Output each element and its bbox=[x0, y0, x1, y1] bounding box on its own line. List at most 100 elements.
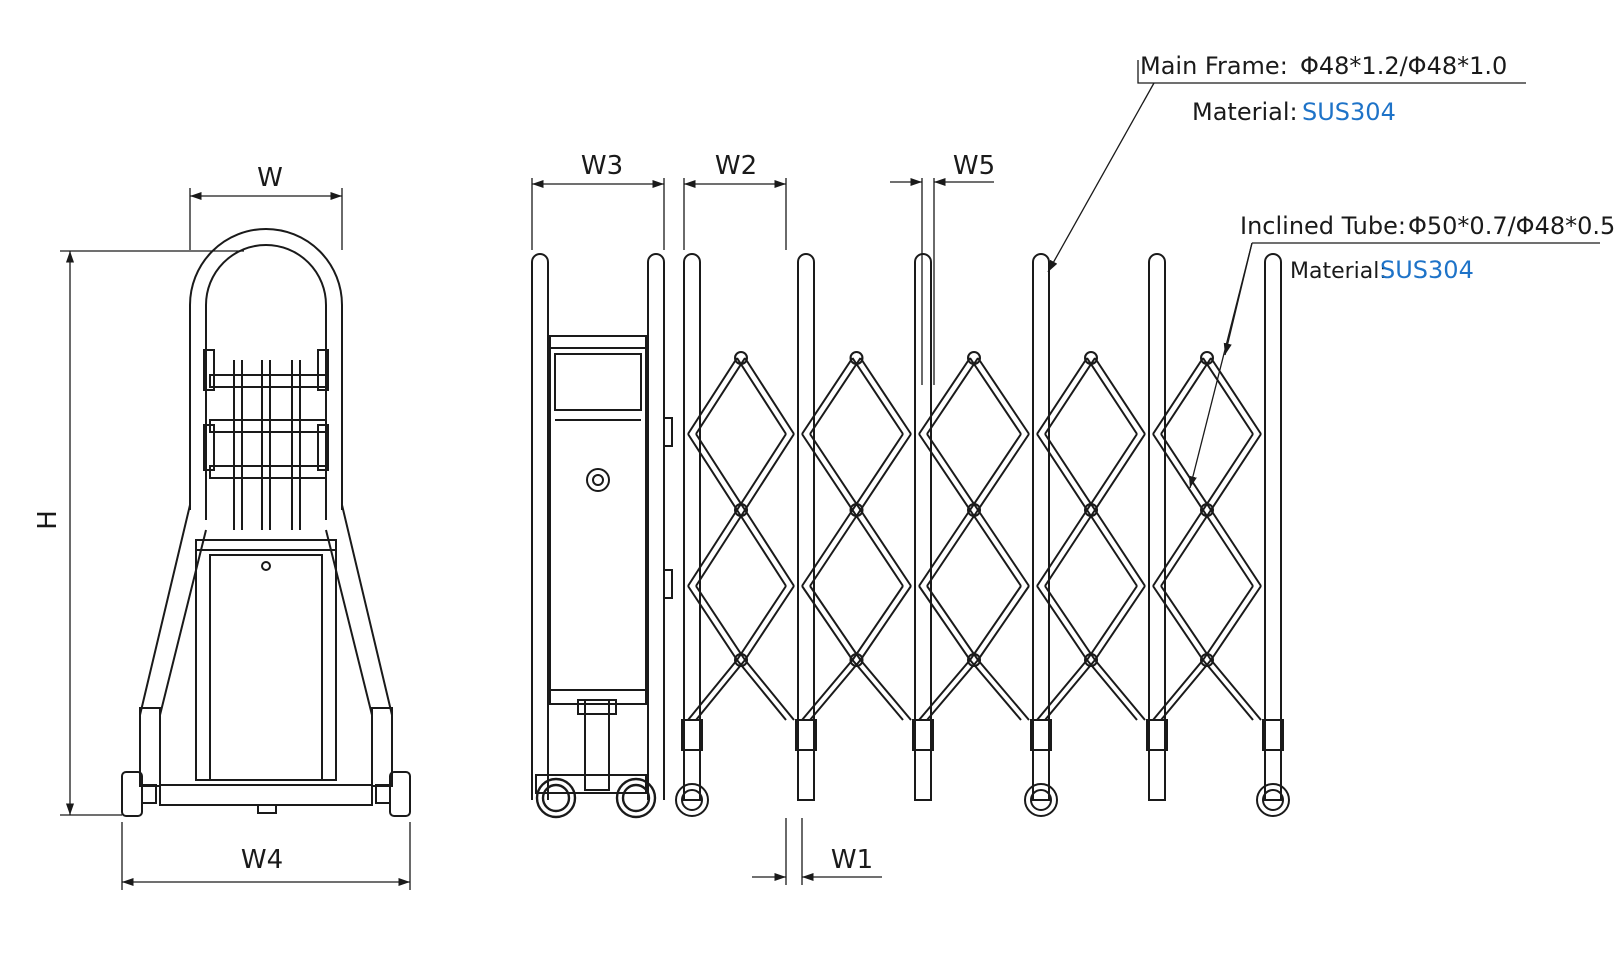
scissor-bar bbox=[1210, 585, 1262, 661]
scissor-bar bbox=[926, 357, 979, 435]
scissor-bar bbox=[1094, 585, 1146, 661]
scissor-bar bbox=[918, 433, 971, 511]
scissor-bar bbox=[1086, 585, 1138, 661]
post-foot bbox=[1030, 719, 1052, 751]
side-view bbox=[121, 228, 411, 817]
scissor-bar bbox=[1210, 357, 1262, 435]
pivot-pin bbox=[849, 503, 864, 517]
scissor-bar bbox=[969, 433, 1022, 511]
scissor-bar bbox=[687, 357, 738, 435]
pivot-pin bbox=[734, 653, 748, 667]
dimension-W1: W1 bbox=[831, 845, 873, 875]
scissor-bar bbox=[1202, 659, 1254, 721]
side-view-left-leg bbox=[139, 504, 207, 716]
pivot-pin bbox=[1084, 503, 1098, 517]
side-view-dimensions bbox=[60, 188, 411, 890]
scissor-bar bbox=[1036, 585, 1088, 661]
scissor-bar bbox=[1036, 659, 1088, 721]
gate-post bbox=[683, 253, 701, 801]
dimension-W: W bbox=[257, 163, 283, 193]
head-post-left-tube bbox=[531, 253, 549, 800]
post-wheel-hub bbox=[681, 789, 703, 811]
scissor-bar bbox=[801, 509, 854, 587]
scissor-bar bbox=[736, 585, 787, 661]
scissor-bar bbox=[977, 509, 1030, 587]
scissor-bar bbox=[809, 585, 862, 661]
scissor-bar bbox=[1044, 433, 1096, 511]
scissor-bar bbox=[859, 659, 912, 721]
head-wheel-left bbox=[535, 777, 577, 819]
pivot-pin bbox=[849, 351, 864, 365]
scissor-bar bbox=[918, 509, 971, 587]
scissor-bar bbox=[1086, 659, 1138, 721]
pivot-pin bbox=[1200, 351, 1214, 365]
scissor-bar bbox=[695, 433, 746, 511]
gate-posts bbox=[675, 253, 1290, 817]
head-cabinet-window bbox=[554, 353, 642, 411]
scissor-bar bbox=[744, 357, 795, 435]
scissor-bar bbox=[969, 585, 1022, 661]
side-view-rail bbox=[209, 419, 327, 433]
pivot-pin bbox=[1200, 653, 1214, 667]
callout-main-frame: Main Frame: Φ48*1.2/Φ48*1.0 Material: SU… bbox=[1140, 52, 1507, 126]
scissor-bar bbox=[801, 433, 854, 511]
pivot-pin bbox=[967, 503, 981, 517]
gate-post bbox=[1264, 253, 1282, 801]
post-foot bbox=[912, 719, 934, 751]
dimension-W2: W2 bbox=[715, 151, 757, 181]
scissor-bar bbox=[851, 659, 904, 721]
callout-leaders bbox=[1047, 60, 1600, 489]
scissor-bar bbox=[736, 509, 787, 587]
scissor-bar bbox=[918, 659, 971, 721]
scissor-bar bbox=[744, 433, 795, 511]
pivot-pin bbox=[1084, 351, 1098, 365]
scissor-bar bbox=[1044, 659, 1096, 721]
scissor-bar bbox=[744, 659, 795, 721]
scissor-bar bbox=[687, 509, 738, 587]
scissor-bar bbox=[695, 585, 746, 661]
scissor-bar bbox=[1160, 585, 1212, 661]
dimension-H: H bbox=[33, 510, 63, 530]
scissor-bar bbox=[1152, 585, 1204, 661]
scissor-bar bbox=[859, 585, 912, 661]
main-frame-label: Main Frame: bbox=[1140, 52, 1288, 80]
pivot-pin bbox=[734, 351, 748, 365]
scissor-bar bbox=[969, 509, 1022, 587]
scissor-bar bbox=[851, 509, 904, 587]
post-wheel bbox=[1024, 783, 1058, 817]
scissor-bar bbox=[1202, 509, 1254, 587]
pivot-pin bbox=[1084, 653, 1098, 667]
post-wheel bbox=[1256, 783, 1290, 817]
dimension-W4: W4 bbox=[241, 845, 283, 875]
scissor-bar bbox=[1160, 659, 1212, 721]
inclined-tube-spec: Φ50*0.7/Φ48*0.5 bbox=[1408, 212, 1615, 240]
post-wheel-hub bbox=[1262, 789, 1284, 811]
scissor-bar bbox=[695, 509, 746, 587]
inclined-tube-material-label: Material: bbox=[1290, 259, 1387, 284]
scissor-bar bbox=[1094, 509, 1146, 587]
head-cabinet bbox=[549, 335, 647, 705]
scissor-bar bbox=[1044, 509, 1096, 587]
front-view-dimensions bbox=[531, 177, 994, 885]
scissor-bar bbox=[926, 433, 979, 511]
scissor-bar bbox=[859, 357, 912, 435]
scissor-bar bbox=[977, 659, 1030, 721]
scissor-bar bbox=[1044, 357, 1096, 435]
scissor-bar bbox=[1160, 433, 1212, 511]
gate-post bbox=[797, 253, 815, 801]
post-wheel-hub bbox=[1030, 789, 1052, 811]
scissor-bar bbox=[1086, 509, 1138, 587]
pivot-pin bbox=[1200, 503, 1214, 517]
scissor-bar bbox=[744, 585, 795, 661]
scissor-bar bbox=[809, 659, 862, 721]
scissor-bar bbox=[1036, 433, 1088, 511]
side-view-rail bbox=[209, 465, 327, 479]
scissor-bar bbox=[926, 659, 979, 721]
scissor-bar bbox=[1210, 509, 1262, 587]
scissor-bar bbox=[736, 659, 787, 721]
scissor-bar bbox=[695, 659, 746, 721]
side-view-right-leg bbox=[325, 504, 393, 716]
scissor-bar bbox=[1036, 509, 1088, 587]
